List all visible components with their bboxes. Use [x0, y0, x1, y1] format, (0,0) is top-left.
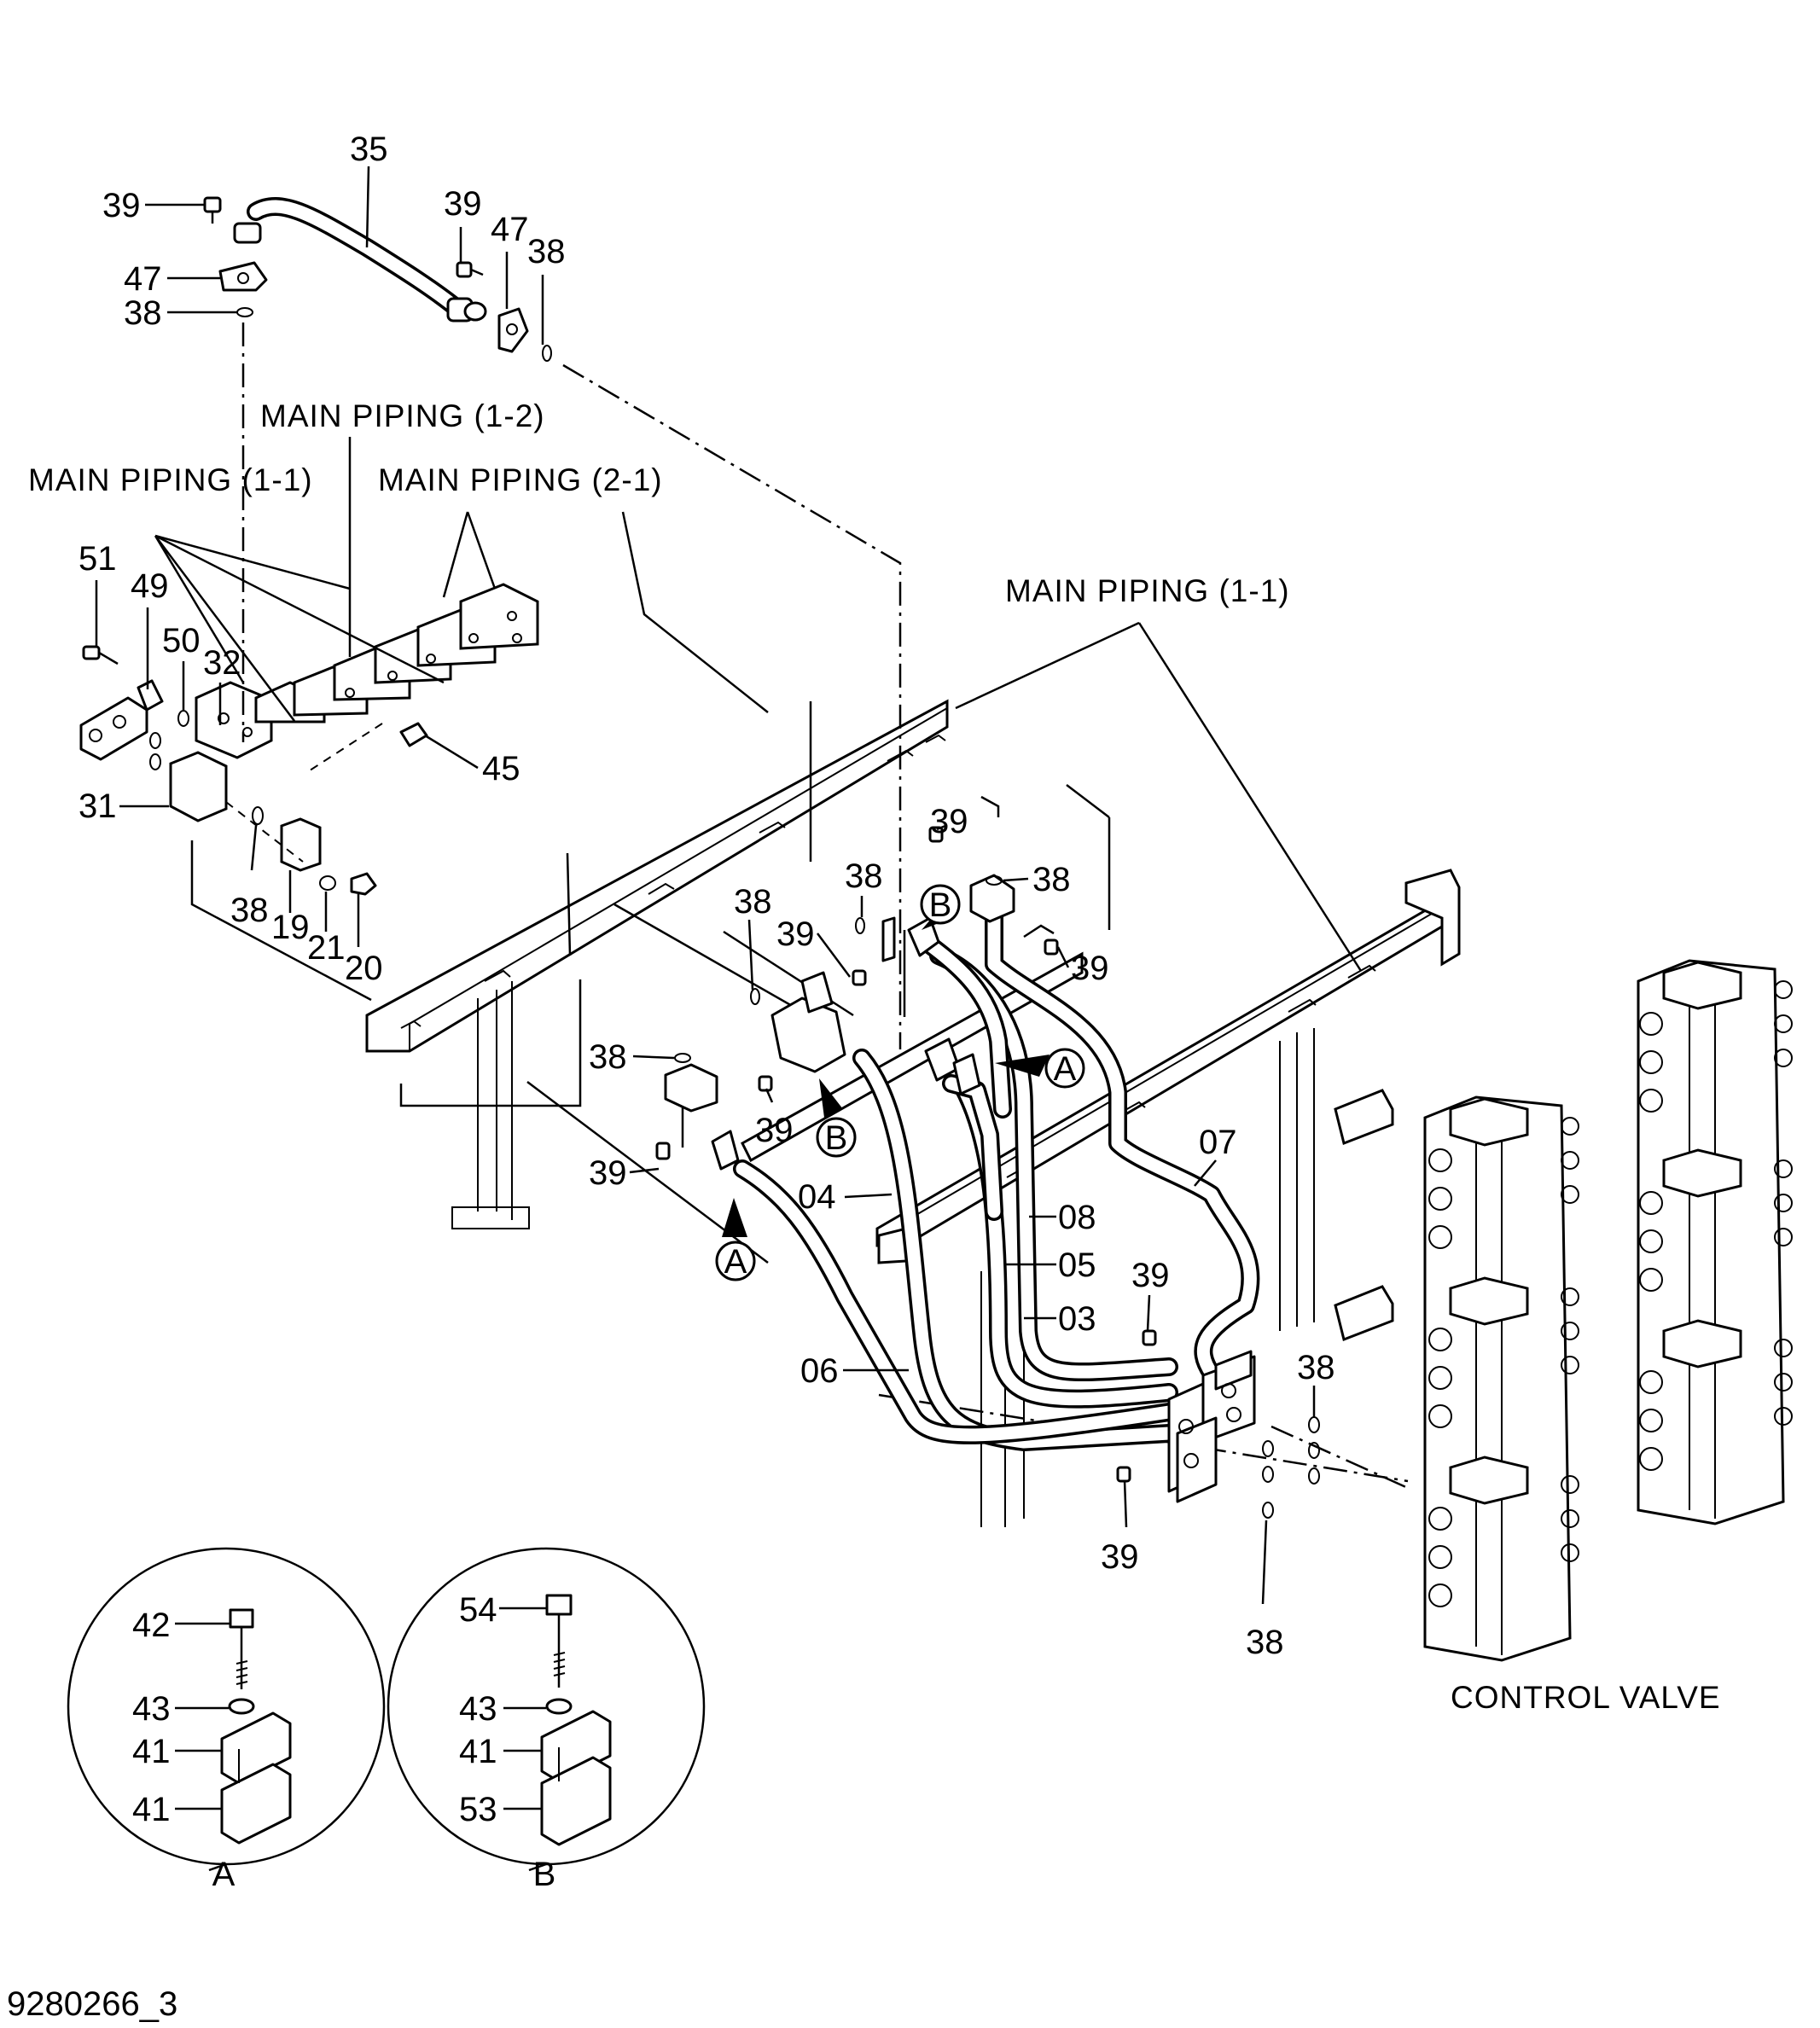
detail-view-b — [387, 1547, 706, 1872]
detail-a-title: A — [212, 1856, 235, 1893]
part-numbers: 35 39 47 38 39 47 38 51 49 50 32 45 31 3… — [78, 131, 1335, 1661]
callout-circle-a-right — [1044, 1048, 1085, 1089]
part-45: 45 — [482, 750, 520, 787]
part-19: 19 — [271, 909, 310, 946]
part-38-left-center: 38 — [589, 1038, 627, 1076]
part-31: 31 — [78, 787, 117, 825]
part-39-upper-right: 39 — [930, 803, 968, 840]
part-39-left-low: 39 — [589, 1154, 627, 1192]
label-main-piping-1-2: MAIN PIPING (1-2) — [260, 398, 545, 433]
clamps — [655, 826, 1320, 1519]
part-50: 50 — [162, 622, 201, 660]
control-valve-right — [1637, 959, 1793, 1525]
manifold-blocks — [79, 583, 539, 896]
part-39-right: 39 — [1071, 950, 1109, 987]
callout-circle-b-lower — [816, 1117, 857, 1158]
part-38-mid-a: 38 — [734, 883, 772, 921]
detail-b-part-43: 43 — [459, 1690, 497, 1728]
part-35: 35 — [350, 131, 388, 168]
label-main-piping-2-1: MAIN PIPING (2-1) — [378, 462, 663, 497]
part-38-mid-b: 38 — [845, 857, 883, 895]
detail-b-part-53: 53 — [459, 1791, 497, 1828]
callout-a-lower: A — [724, 1243, 747, 1281]
part-38-top-left: 38 — [124, 294, 162, 332]
part-leaders — [95, 166, 1316, 1605]
part-39-valve: 39 — [1131, 1257, 1170, 1294]
part-47-mid: 47 — [491, 211, 529, 248]
part-06: 06 — [800, 1352, 839, 1390]
leader-lines — [154, 437, 1363, 1264]
drawing-number: 9280266_3 — [7, 1985, 177, 2023]
detail-a-part-41-upper: 41 — [132, 1733, 171, 1770]
part-38-bottom: 38 — [1246, 1624, 1284, 1661]
detail-part-numbers: 42 43 41 41 54 43 41 53 — [132, 1591, 497, 1828]
part-38-valve-upper: 38 — [1297, 1349, 1335, 1386]
part-39-top-left: 39 — [102, 187, 141, 224]
part-38-top-mid: 38 — [527, 233, 566, 270]
label-main-piping-1-1-right: MAIN PIPING (1-1) — [1005, 573, 1290, 608]
part-20: 20 — [345, 950, 383, 987]
part-21: 21 — [307, 929, 346, 967]
detail-a-part-41-lower: 41 — [132, 1791, 171, 1828]
part-38-below-31: 38 — [230, 892, 269, 929]
callout-a-right: A — [1054, 1050, 1077, 1088]
part-39-mid: 39 — [776, 915, 815, 953]
part-04: 04 — [798, 1178, 836, 1216]
label-control-valve: CONTROL VALVE — [1451, 1680, 1721, 1715]
detail-b-part-41: 41 — [459, 1733, 497, 1770]
callout-circle-b-upper — [920, 884, 961, 925]
group-labels: MAIN PIPING (1-2) MAIN PIPING (1-1) MAIN… — [7, 398, 1721, 2023]
part-05: 05 — [1058, 1246, 1096, 1284]
part-47-left: 47 — [124, 260, 162, 298]
detail-b-title: B — [533, 1856, 556, 1893]
part-07: 07 — [1199, 1124, 1237, 1161]
detail-view-a — [67, 1547, 386, 1872]
part-51: 51 — [78, 540, 117, 578]
label-main-piping-1-1-left: MAIN PIPING (1-1) — [28, 462, 313, 497]
part-39-center: 39 — [755, 1112, 794, 1149]
part-32: 32 — [203, 644, 241, 682]
callout-circle-a-lower — [715, 1241, 756, 1281]
part-49: 49 — [131, 567, 169, 605]
detail-b-part-54: 54 — [459, 1591, 497, 1629]
callout-arrows — [722, 918, 1050, 1237]
part-39-bottom: 39 — [1101, 1538, 1139, 1576]
callout-b-lower: B — [825, 1119, 848, 1157]
detail-a-part-42: 42 — [132, 1607, 171, 1644]
callout-b-upper: B — [929, 886, 952, 924]
control-valve-left — [1423, 1095, 1579, 1662]
part-39-top-mid: 39 — [444, 185, 482, 223]
part-38-upper-right: 38 — [1032, 861, 1071, 898]
part-03: 03 — [1058, 1300, 1096, 1338]
detail-a-part-43: 43 — [132, 1690, 171, 1728]
part-08: 08 — [1058, 1199, 1096, 1236]
